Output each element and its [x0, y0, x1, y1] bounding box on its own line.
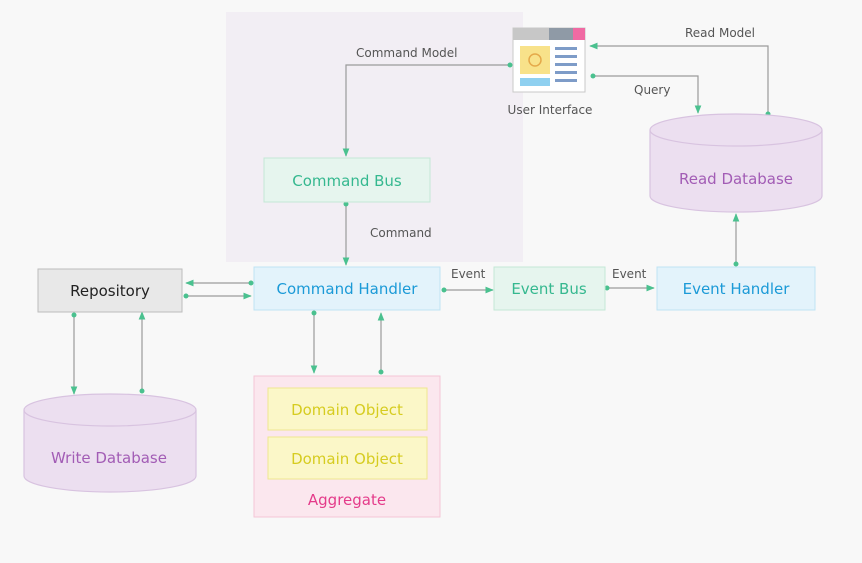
query-label: Query: [634, 83, 670, 97]
repository-box: [37, 268, 183, 313]
event-label-right: Event: [612, 267, 647, 281]
command-label: Command: [370, 226, 432, 240]
read-database-cylinder: [649, 113, 823, 213]
connector-dot: [590, 73, 596, 79]
connector-dot: [343, 201, 349, 207]
event-bus-box: [493, 266, 606, 311]
connector-dot: [604, 285, 610, 291]
event-label-left: Event: [451, 267, 486, 281]
highlight-region: [226, 12, 523, 262]
event-bus-label: Event Bus: [511, 280, 587, 298]
repository-label: Repository: [70, 282, 150, 300]
domain-object-box: [267, 436, 428, 480]
connector-dot: [733, 261, 739, 267]
command-handler-label: Command Handler: [277, 280, 419, 298]
connector-dot: [139, 388, 145, 394]
command-bus-label: Command Bus: [292, 172, 402, 190]
command-model-connector: [342, 64, 510, 157]
command-model-label: Command Model: [356, 46, 458, 60]
connector-dot: [248, 280, 254, 286]
connector-dot: [507, 62, 513, 68]
write-database-cylinder: [23, 393, 197, 493]
read-model-label: Read Model: [685, 26, 755, 40]
user-interface-label: User Interface: [508, 103, 593, 117]
command-handler-box: [253, 266, 441, 311]
connector-dot: [71, 312, 77, 318]
event-handler-box: [656, 266, 816, 311]
domain-object-box: [267, 387, 428, 431]
connector-dot: [311, 310, 317, 316]
query-connector: [593, 75, 702, 114]
event-handler-label: Event Handler: [683, 280, 791, 298]
connector-dot: [378, 369, 384, 375]
connector-dot: [183, 293, 189, 299]
read-model-connector: [589, 42, 769, 114]
read-database-label: Read Database: [679, 170, 793, 188]
domain-object-label: Domain Object: [291, 450, 403, 468]
connector-dot: [441, 287, 447, 293]
domain-object-label: Domain Object: [291, 401, 403, 419]
write-database-label: Write Database: [51, 449, 167, 467]
aggregate-label: Aggregate: [308, 491, 386, 509]
user-interface-icon: [512, 27, 586, 93]
command-bus-box: [263, 157, 431, 203]
